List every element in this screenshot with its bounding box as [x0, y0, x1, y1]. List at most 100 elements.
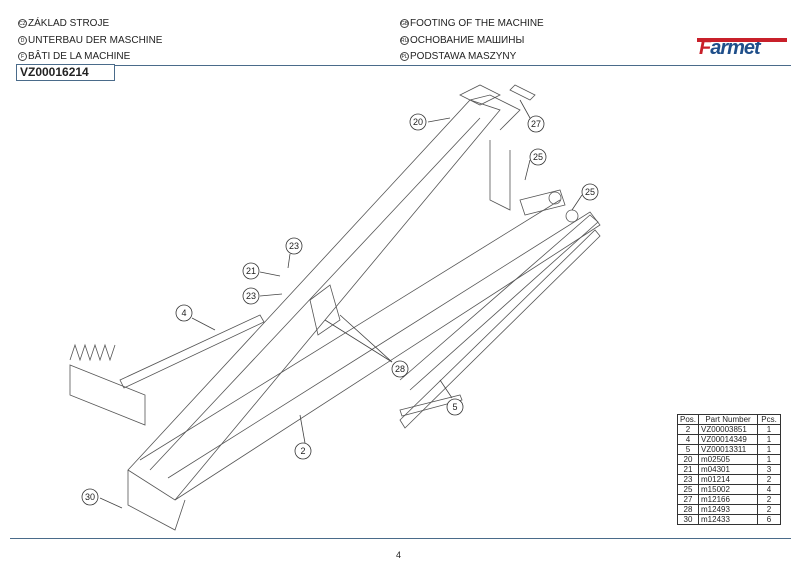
balloon-circle	[446, 398, 464, 416]
cell-pos: 30	[676, 514, 700, 525]
title-text: FOOTING OF THE MACHINE	[410, 18, 544, 29]
footer-divider	[10, 538, 791, 539]
cell-pos: 20	[676, 454, 700, 465]
balloon-circle	[391, 360, 409, 378]
cell-pos: 4	[676, 434, 700, 445]
cell-part-number: m12493	[698, 504, 759, 515]
cell-pcs: 4	[757, 484, 782, 495]
lang-badge-icon: RU	[400, 36, 409, 45]
balloon-label: 4	[181, 308, 186, 318]
lang-badge-icon: GB	[400, 19, 409, 28]
callout-balloon: 4	[175, 304, 193, 322]
cell-part-number: m15002	[698, 484, 759, 495]
lang-badge-icon: CZ	[18, 19, 27, 28]
callout-balloon: 5	[446, 398, 464, 416]
cell-pos: 5	[676, 444, 700, 455]
callout-balloon: 2	[294, 442, 312, 460]
callout-balloon: 30	[81, 488, 99, 506]
lang-badge-icon: F	[18, 52, 27, 61]
callout-balloon: 21	[242, 262, 260, 280]
callout-balloon: 20	[409, 113, 427, 131]
col-pos: Pos.	[676, 414, 700, 425]
balloon-label: 25	[533, 152, 543, 162]
cell-pcs: 1	[757, 444, 782, 455]
cell-pcs: 1	[757, 424, 782, 435]
callout-balloon: 25	[581, 183, 599, 201]
cell-pcs: 1	[757, 454, 782, 465]
cell-pcs: 3	[757, 464, 782, 475]
title-text: ZÁKLAD STROJE	[28, 18, 110, 29]
cell-part-number: VZ00013311	[698, 444, 759, 455]
cell-part-number: m04301	[698, 464, 759, 475]
cell-pos: 27	[676, 494, 700, 505]
callout-balloon: 23	[285, 237, 303, 255]
col-pcs: Pcs.	[757, 414, 782, 425]
title-text: PODSTAWA MASZYNY	[410, 51, 517, 62]
header-divider	[115, 65, 791, 66]
cell-part-number: m01214	[698, 474, 759, 485]
cell-pcs: 2	[757, 504, 782, 515]
balloon-label: 28	[395, 364, 405, 374]
balloon-circle	[527, 115, 545, 133]
page-number: 4	[396, 550, 402, 560]
balloon-circle	[529, 148, 547, 166]
balloon-label: 30	[85, 492, 95, 502]
balloon-circle	[81, 488, 99, 506]
cell-pos: 2	[676, 424, 700, 435]
lang-badge-icon: D	[18, 36, 27, 45]
balloon-label: 20	[413, 117, 423, 127]
table-header-row: Pos. Part Number Pcs.	[676, 414, 782, 425]
cell-pcs: 2	[757, 474, 782, 485]
balloon-circle	[242, 287, 260, 305]
cell-part-number: VZ00003851	[698, 424, 759, 435]
farmet-logo: Farmet	[697, 37, 787, 59]
title-text: ОСНОВАНИЕ МАШИНЫ	[410, 35, 525, 46]
cell-part-number: m12433	[698, 514, 759, 525]
balloon-label: 27	[531, 119, 541, 129]
drawing-code: VZ00016214	[16, 64, 115, 81]
balloon-label: 25	[585, 187, 595, 197]
balloon-circle	[242, 262, 260, 280]
cell-pos: 25	[676, 484, 700, 495]
component-27	[459, 84, 536, 106]
cell-pos: 23	[676, 474, 700, 485]
cell-pos: 28	[676, 504, 700, 515]
callout-balloon: 23	[242, 287, 260, 305]
callout-balloon: 27	[527, 115, 545, 133]
balloon-label: 5	[452, 402, 457, 412]
cell-pcs: 1	[757, 434, 782, 445]
balloon-circle	[409, 113, 427, 131]
callout-leaders	[99, 99, 583, 509]
cell-part-number: VZ00014349	[698, 434, 759, 445]
balloon-circle	[294, 442, 312, 460]
callout-balloon: 28	[391, 360, 409, 378]
balloon-circle	[175, 304, 193, 322]
callout-balloon: 25	[529, 148, 547, 166]
cell-pos: 21	[676, 464, 700, 475]
lang-badge-icon: PL	[400, 52, 409, 61]
balloon-circle	[581, 183, 599, 201]
balloon-circle	[285, 237, 303, 255]
title-text: BÂTI DE LA MACHINE	[28, 51, 131, 62]
balloon-label: 2	[300, 446, 305, 456]
